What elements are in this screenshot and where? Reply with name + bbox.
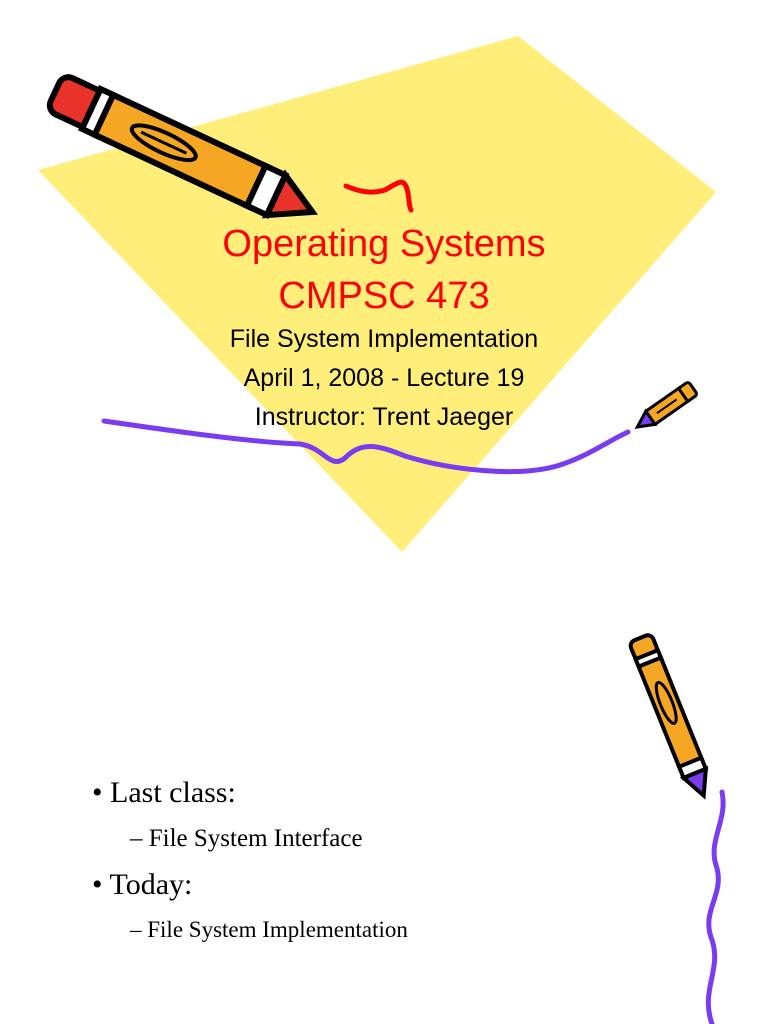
pencil-icon (46, 74, 319, 220)
dash-icon: – (130, 917, 142, 942)
red-squiggle-line (343, 179, 414, 213)
slide2-decoration (628, 633, 726, 1024)
bullet-dot-icon: • (92, 868, 103, 901)
vertical-pencil-icon (628, 633, 709, 800)
slide-title-line2: CMPSC 473 (278, 275, 490, 317)
vertical-squiggle-line (705, 789, 726, 1024)
bullet-dot-icon: • (92, 776, 103, 809)
dash-icon: – (130, 825, 143, 852)
subbullet-file-system-implementation: – File System Implementation (130, 917, 408, 943)
content-slide: • Last class: – File System Interface • … (0, 560, 768, 1024)
bullet-text: Last class: (110, 776, 236, 809)
subbullet-text: File System Implementation (147, 917, 408, 942)
subbullet-text: File System Interface (148, 825, 363, 852)
slide-subtitle-line1: File System Implementation (229, 325, 539, 353)
purple-squiggle-line (101, 418, 631, 475)
bullet-today: • Today: (92, 868, 192, 902)
slide-subtitle-line2: April 1, 2008 - Lecture 19 (243, 364, 525, 392)
slide-subtitle-line3: Instructor: Trent Jaeger (254, 403, 514, 431)
subbullet-file-system-interface: – File System Interface (130, 825, 363, 853)
slide1-decoration (38, 36, 716, 552)
title-slide: Operating Systems CMPSC 473 File System … (38, 36, 716, 552)
slide-title-line1: Operating Systems (222, 223, 546, 265)
bullet-text: Today: (109, 868, 193, 901)
small-pencil-icon (634, 381, 698, 429)
bullet-last-class: • Last class: (92, 776, 236, 810)
